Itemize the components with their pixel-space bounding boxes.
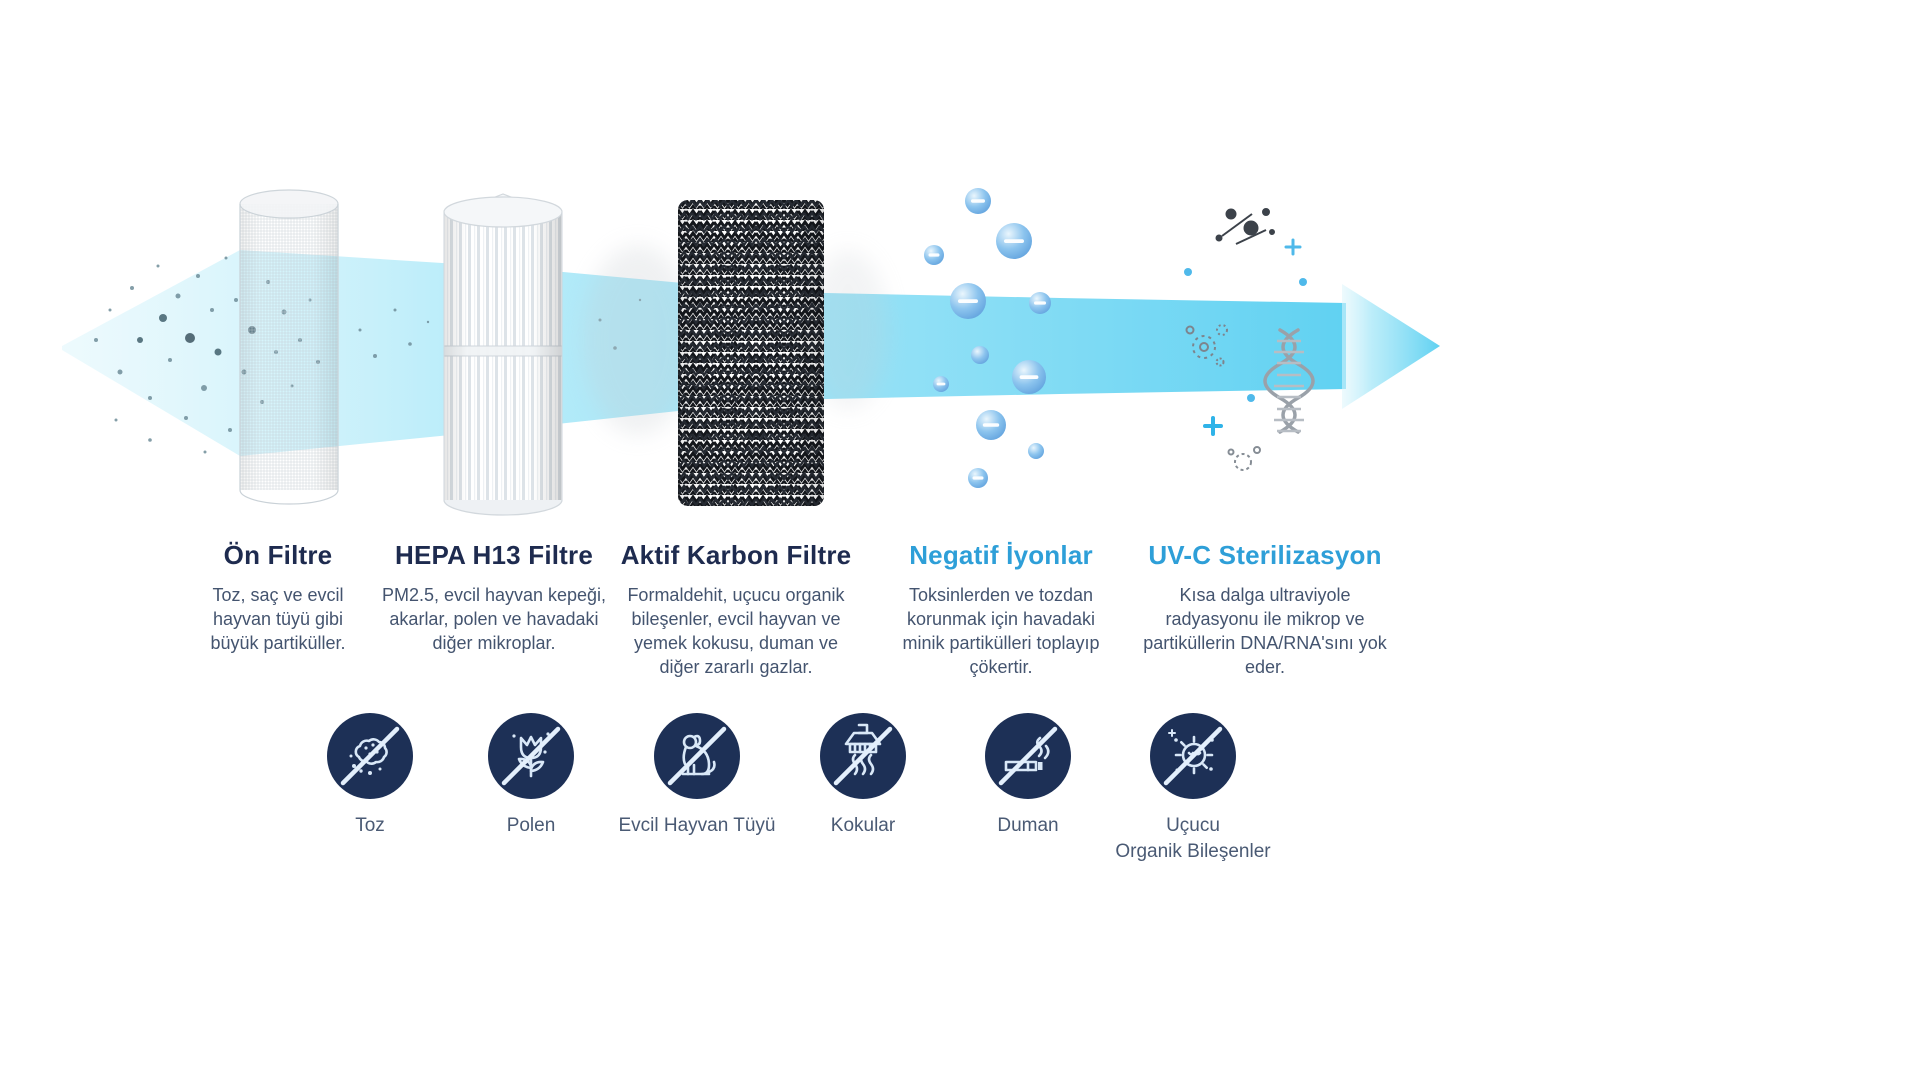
dog-icon bbox=[654, 713, 740, 799]
air-purification-flow-diagram bbox=[62, 188, 1440, 516]
cooker-hood-icon bbox=[820, 713, 906, 799]
negative-ions-graphic bbox=[924, 188, 1051, 488]
hepa-filter-graphic bbox=[443, 193, 563, 516]
stage-title: Negatif İyonlar bbox=[909, 540, 1093, 570]
badge-odors: Kokular bbox=[758, 712, 968, 839]
dna-rungs bbox=[1274, 339, 1304, 433]
stage-description: Toz, saç ve evcil hayvan tüyü gibi büyük… bbox=[210, 585, 346, 654]
badge-label: Polen bbox=[506, 815, 556, 836]
stage-uvc: UV-C Sterilizasyon Kısa dalga ultraviyol… bbox=[1143, 540, 1388, 679]
badge-label: Uçucu Organik Bileşenler bbox=[1115, 815, 1271, 862]
stage-description: Toksinlerden ve tozdan korunmak için hav… bbox=[902, 585, 1100, 678]
badge-label: Duman bbox=[997, 815, 1059, 836]
blue-dots bbox=[1184, 268, 1307, 402]
pre-filter-graphic bbox=[239, 189, 339, 505]
slash-icon bbox=[340, 726, 400, 786]
stage-hepa-filter: HEPA H13 Filtre PM2.5, evcil hayvan kepe… bbox=[374, 540, 614, 655]
stage-title: HEPA H13 Filtre bbox=[394, 540, 594, 570]
stage-negative-ions: Negatif İyonlar Toksinlerden ve tozdan k… bbox=[889, 540, 1114, 679]
cigarette-smoke-icon bbox=[985, 713, 1071, 799]
badge-label: Evcil Hayvan Tüyü bbox=[618, 815, 776, 836]
stage-title: UV-C Sterilizasyon bbox=[1148, 540, 1382, 570]
molecule-scatter bbox=[1215, 208, 1275, 245]
badge-label: Toz bbox=[355, 815, 385, 836]
carbon-filter-graphic bbox=[678, 200, 824, 506]
dust-icon bbox=[327, 713, 413, 799]
microbe-cluster bbox=[1227, 446, 1261, 471]
stage-pre-filter: Ön Filtre Toz, saç ve evcil hayvan tüyü … bbox=[193, 540, 363, 655]
stage-carbon-filter: Aktif Karbon Filtre Formaldehit, uçucu o… bbox=[614, 540, 859, 679]
slash-icon bbox=[998, 726, 1058, 786]
dna-helix-icon bbox=[1263, 328, 1315, 434]
badge-label: Kokular bbox=[830, 815, 896, 836]
microbe-cluster bbox=[1185, 324, 1228, 367]
voc-molecule-icon bbox=[1150, 713, 1236, 799]
badge-voc: Uçucu Organik Bileşenler bbox=[1088, 712, 1298, 864]
slash-icon bbox=[501, 726, 561, 786]
stage-title: Aktif Karbon Filtre bbox=[620, 540, 852, 570]
stage-title: Ön Filtre bbox=[223, 540, 333, 570]
plus-icon bbox=[1284, 238, 1302, 256]
smoke-wisps bbox=[583, 245, 888, 435]
uvc-graphic bbox=[1184, 208, 1315, 471]
badge-dust: Toz bbox=[265, 712, 475, 839]
stage-description: Formaldehit, uçucu organik bileşenler, e… bbox=[627, 585, 845, 678]
badge-pet-hair: Evcil Hayvan Tüyü bbox=[592, 712, 802, 839]
stage-description: PM2.5, evcil hayvan kepeği, akarlar, pol… bbox=[381, 585, 607, 654]
airflow-arrowhead bbox=[1342, 284, 1440, 409]
badge-pollen: Polen bbox=[426, 712, 636, 839]
slash-icon bbox=[1163, 726, 1223, 786]
slash-icon bbox=[667, 726, 727, 786]
pollen-flower-icon bbox=[488, 713, 574, 799]
slash-icon bbox=[833, 726, 893, 786]
stage-description: Kısa dalga ultraviyole radyasyonu ile mi… bbox=[1143, 585, 1387, 678]
plus-icon bbox=[1203, 416, 1223, 436]
badge-smoke: Duman bbox=[923, 712, 1133, 839]
